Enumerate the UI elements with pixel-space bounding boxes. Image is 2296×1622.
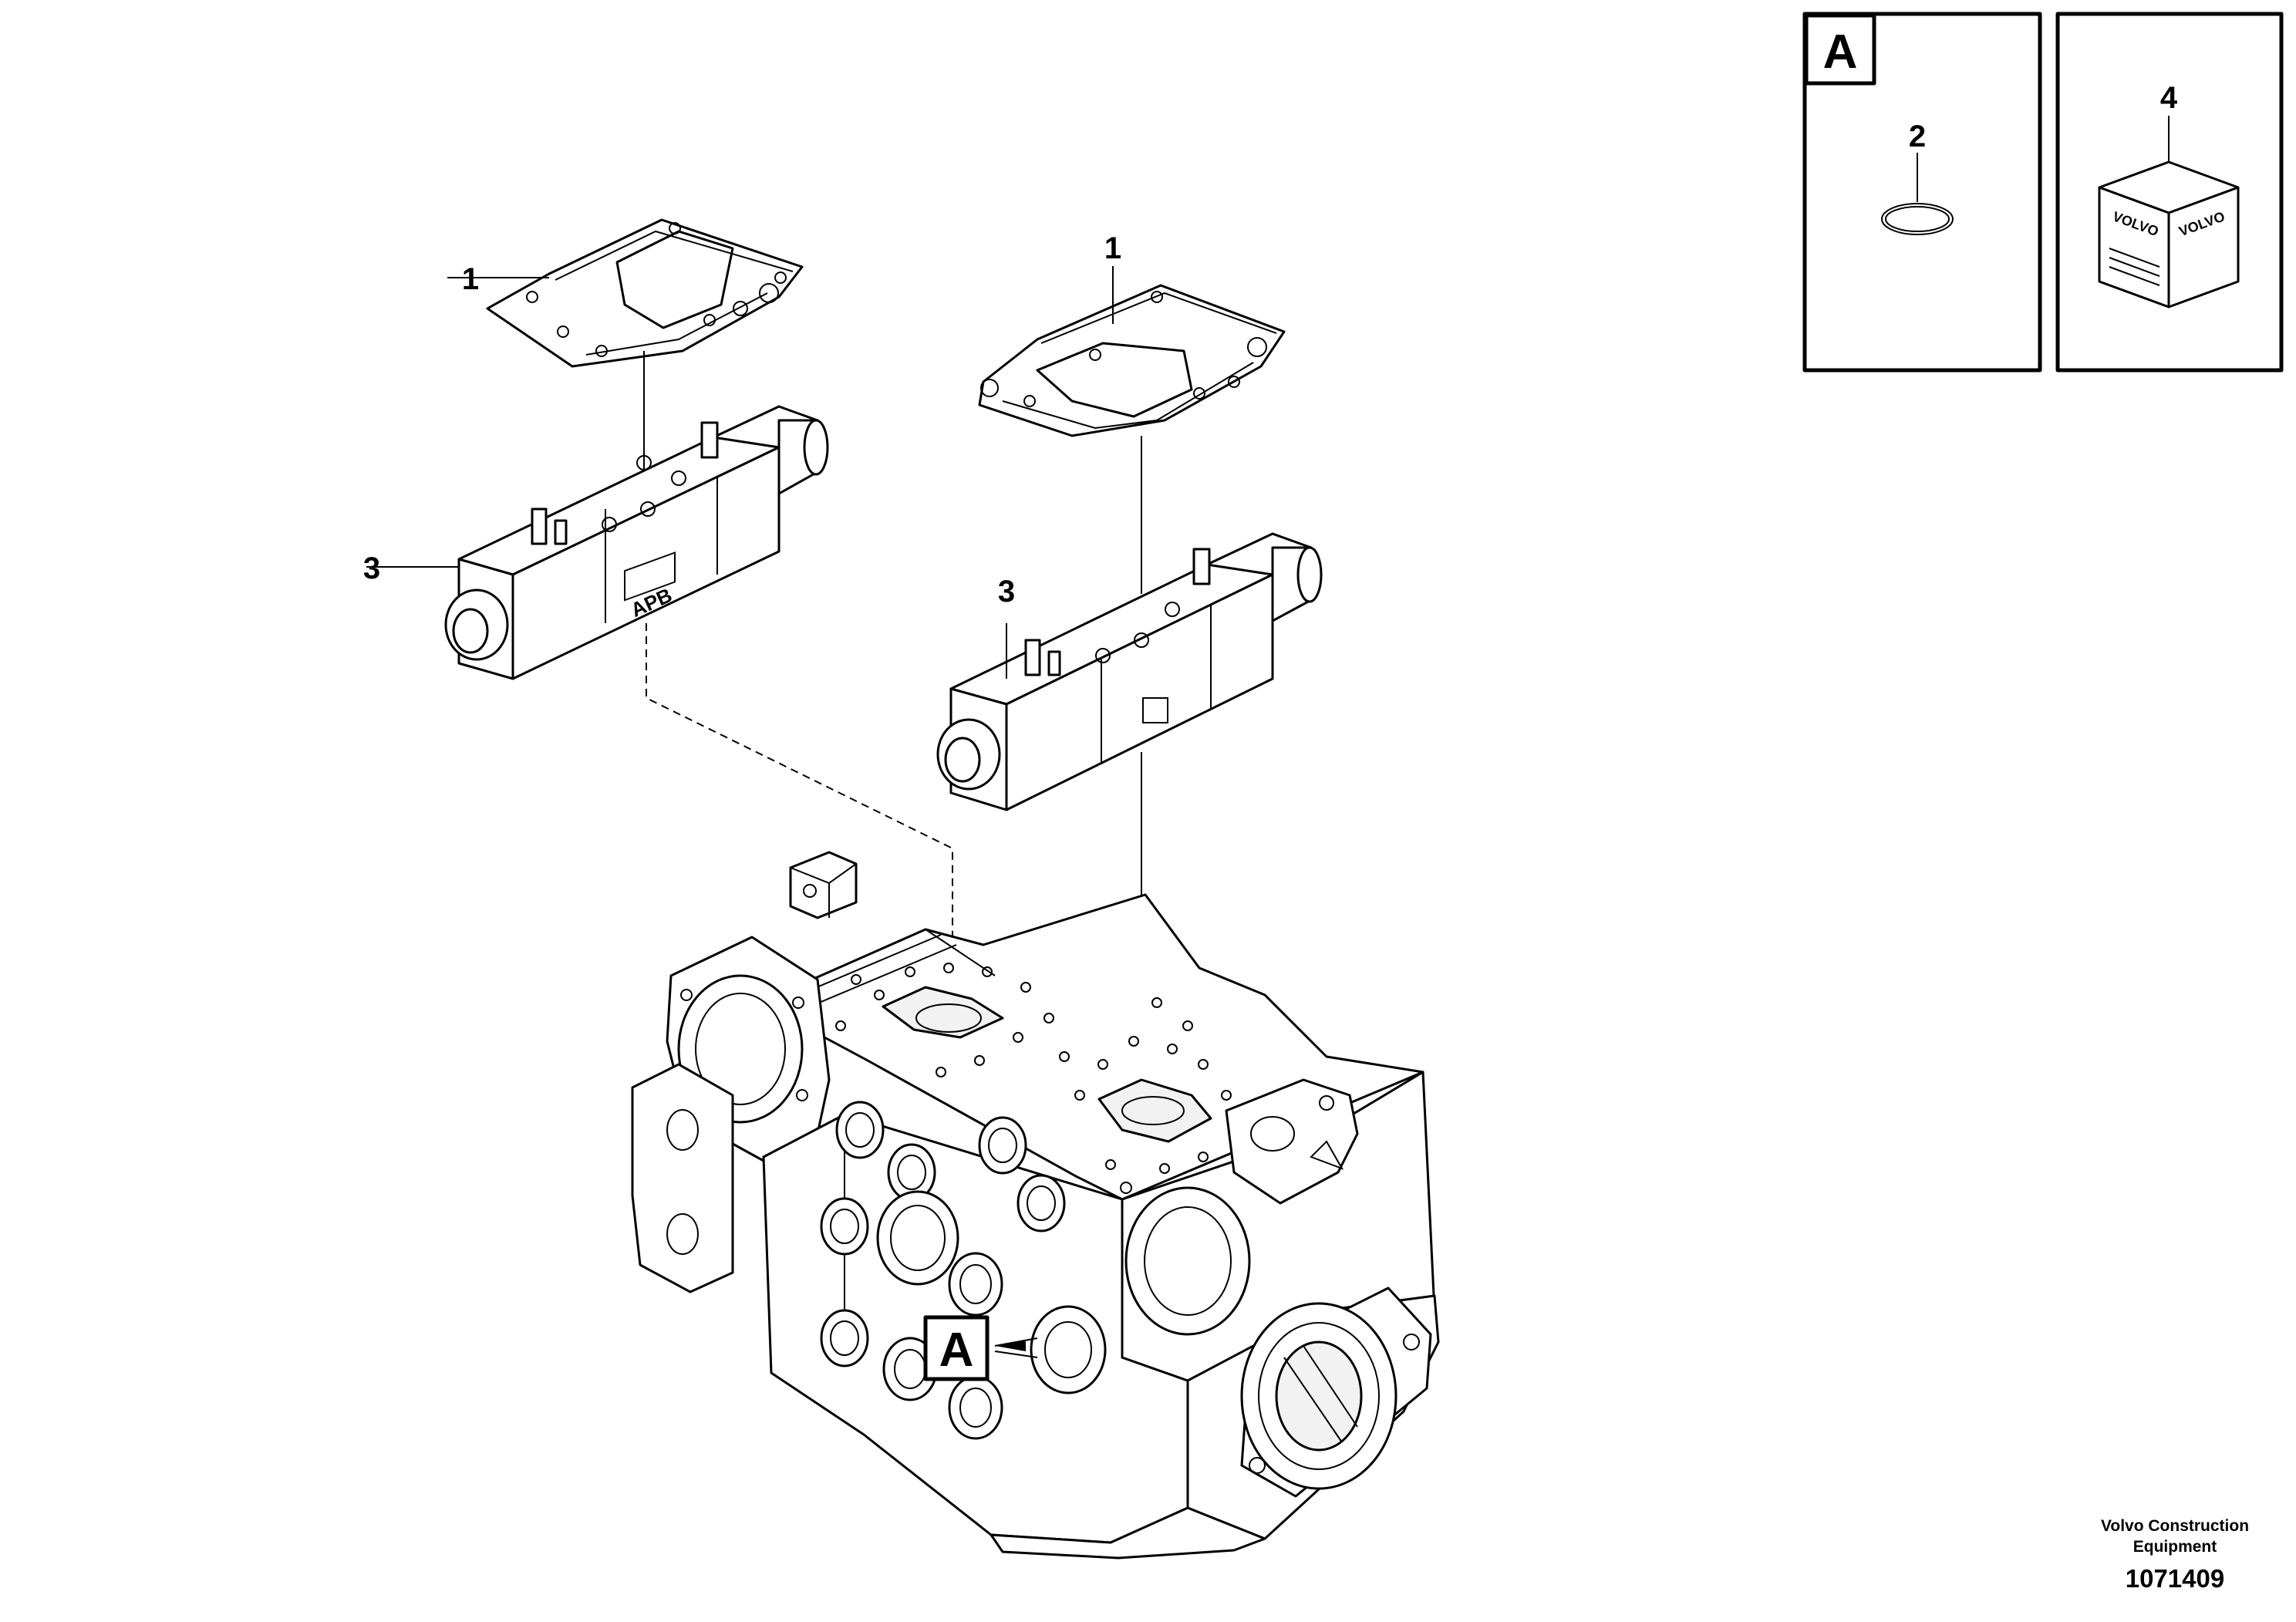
housing-ports — [820, 1101, 1107, 1440]
callout-4: 4 — [2160, 81, 2178, 115]
detail-box-a: A 2 — [1802, 12, 2042, 373]
callout-2: 2 — [1909, 120, 1926, 153]
footer-company-line2: Equipment — [2133, 1538, 2217, 1556]
footer: Volvo Construction Equipment 1071409 — [2101, 1517, 2249, 1593]
detail-box-label: A — [1823, 25, 1858, 79]
footer-part-number: 1071409 — [2126, 1564, 2224, 1593]
callout-3-left: 3 — [363, 551, 380, 585]
leader-dashed — [646, 623, 953, 991]
solenoid-valve-right: 3 — [936, 436, 1323, 811]
valve-housing — [631, 851, 1440, 1560]
gasket-left: 1 — [447, 218, 804, 368]
gasket-right: 1 — [978, 231, 1286, 437]
valve-face-icon — [1142, 697, 1168, 723]
callout-1-left: 1 — [462, 262, 479, 296]
callout-1-right: 1 — [1104, 231, 1121, 265]
pointer-box-a: A — [923, 1315, 990, 1381]
pointer-box-label: A — [939, 1324, 974, 1377]
kit-box: 4 VOLVO VOLVO — [2055, 12, 2284, 373]
callout-3-right: 3 — [998, 575, 1015, 609]
footer-company-line1: Volvo Construction — [2101, 1517, 2249, 1535]
o-ring-icon — [1881, 203, 1954, 235]
solenoid-valve-left: APB 3 — [363, 351, 829, 680]
volvo-kit-box-icon: VOLVO VOLVO — [2098, 160, 2240, 309]
